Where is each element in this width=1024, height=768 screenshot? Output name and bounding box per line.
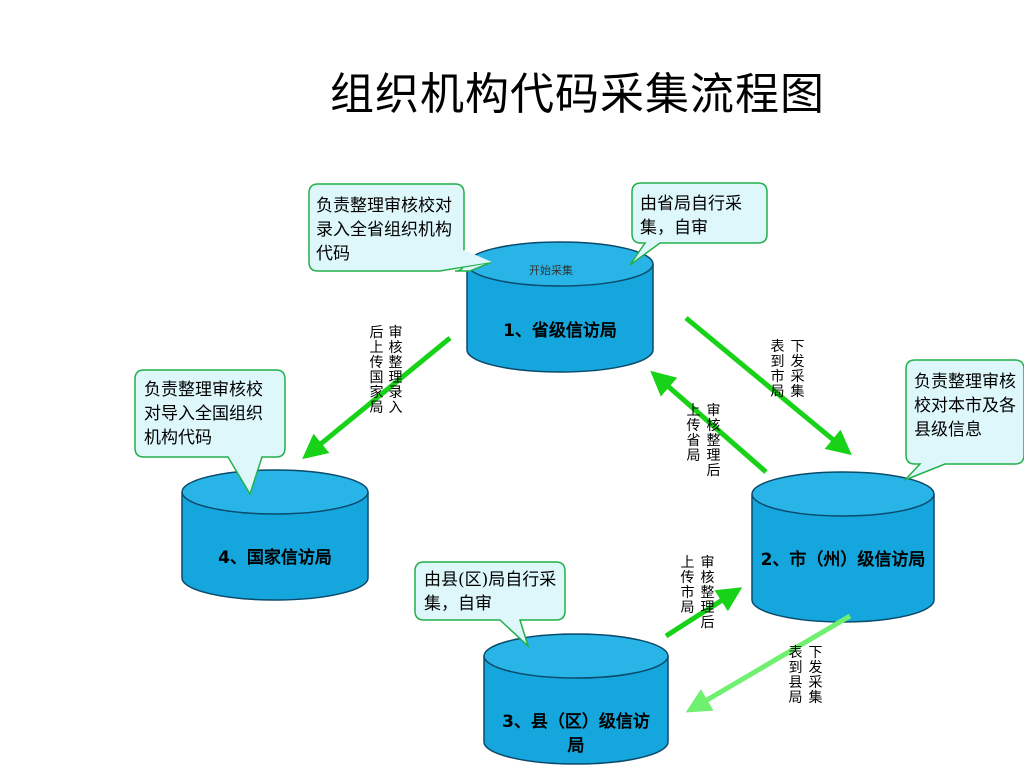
node-national xyxy=(181,469,369,601)
page-title: 组织机构代码采集流程图 xyxy=(330,69,825,120)
node-city xyxy=(751,471,935,623)
callout-province-left-text: 负责整理审核校对录入全省组织机构代码 xyxy=(316,196,452,264)
callout-national-text: 负责整理审核校对导入全国组织机构代码 xyxy=(144,380,263,448)
edge-label-city-prov-2: 上传省局 xyxy=(686,403,701,464)
national-label: 4、国家信访局 xyxy=(218,548,332,568)
callout-province-right xyxy=(629,182,768,266)
city-label: 2、市（州）级信访局 xyxy=(760,550,926,570)
edge-label-prov-nat-2: 后上传国家局 xyxy=(369,325,384,416)
edge-label-prov-city-1: 下发采集 xyxy=(790,339,805,400)
node-province xyxy=(466,241,654,373)
callout-province-left xyxy=(308,183,493,272)
edge-label-city-county-2: 表到县局 xyxy=(788,645,803,706)
arrow-county-to-city xyxy=(664,587,743,639)
arrow-city-to-county xyxy=(685,613,852,713)
province-label: 1、省级信访局 xyxy=(503,321,617,341)
edge-label-city-prov-1: 审核整理后 xyxy=(706,403,721,479)
county-label: 3、县（区）级信访局 xyxy=(502,712,650,756)
edge-label-county-city-1: 审核整理后 xyxy=(700,555,715,631)
arrow-province-to-city xyxy=(684,316,852,456)
edge-label-prov-city-2: 表到市局 xyxy=(770,339,785,400)
edge-label-prov-nat-1: 审核整理录入 xyxy=(388,325,403,416)
province-sub-label: 开始采集 xyxy=(529,264,573,277)
callout-city-text: 负责整理审核校对本市及各县级信息 xyxy=(914,372,1016,440)
edge-label-county-city-2: 上传市局 xyxy=(680,555,695,616)
callout-city xyxy=(904,359,1024,481)
node-county xyxy=(483,633,669,765)
arrow-city-to-province xyxy=(650,370,768,474)
callout-county xyxy=(414,561,566,649)
callout-county-text: 由县(区)局自行采集，自审 xyxy=(424,570,557,614)
callout-national xyxy=(134,369,286,496)
arrow-province-to-national xyxy=(302,336,452,460)
edge-label-city-county-1: 下发采集 xyxy=(808,645,823,706)
callout-province-right-text: 由省局自行采集，自审 xyxy=(640,194,742,238)
